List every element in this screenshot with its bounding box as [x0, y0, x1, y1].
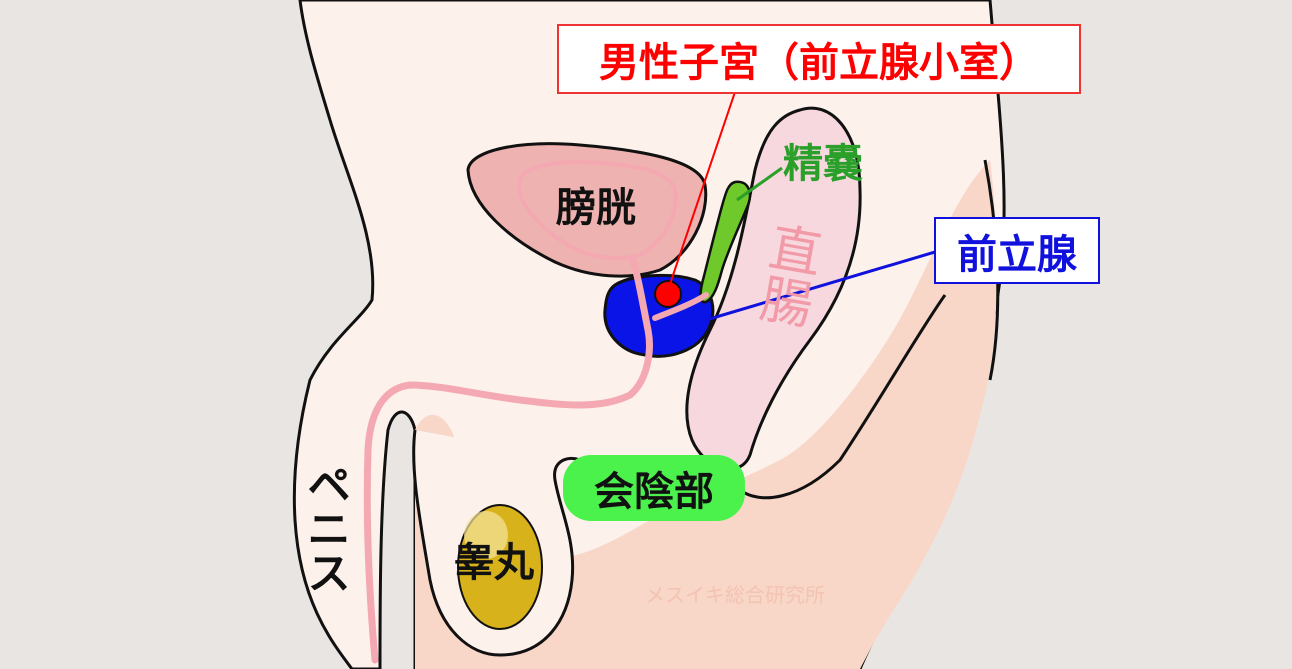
- seminal-vesicle-label: 精嚢: [783, 141, 863, 187]
- ejaculatory-duct: [652, 292, 709, 321]
- prostate-pointer-line: [705, 250, 936, 322]
- perineum-label: 会陰部: [563, 455, 745, 521]
- perineum-label-text: 会陰部: [594, 469, 714, 515]
- uterus-label-text: 男性子宮（前立腺小室）: [599, 40, 1039, 86]
- urethra-path: [363, 254, 653, 664]
- uterus-pointer-line: [667, 91, 736, 291]
- testis-label: 睾丸: [454, 540, 534, 586]
- prostate-label: 前立腺: [934, 217, 1100, 284]
- seminal-vesicle-shape: [699, 180, 752, 304]
- seminal-vesicle-pointer-line: [736, 166, 783, 202]
- uterus-label: 男性子宮（前立腺小室）: [557, 24, 1081, 94]
- bladder-label: 膀胱: [556, 185, 636, 231]
- bladder-inner: [517, 160, 678, 261]
- bladder-shape: [466, 142, 708, 278]
- testis-highlight: [464, 511, 508, 559]
- utricle-dot: [654, 280, 682, 308]
- penis-label: ペニス: [299, 462, 350, 594]
- prostate-label-text: 前立腺: [957, 231, 1077, 278]
- buttock-crease: [739, 294, 947, 500]
- buttock-region: [415, 160, 997, 669]
- watermark-text: メスイキ総合研究所: [645, 583, 825, 607]
